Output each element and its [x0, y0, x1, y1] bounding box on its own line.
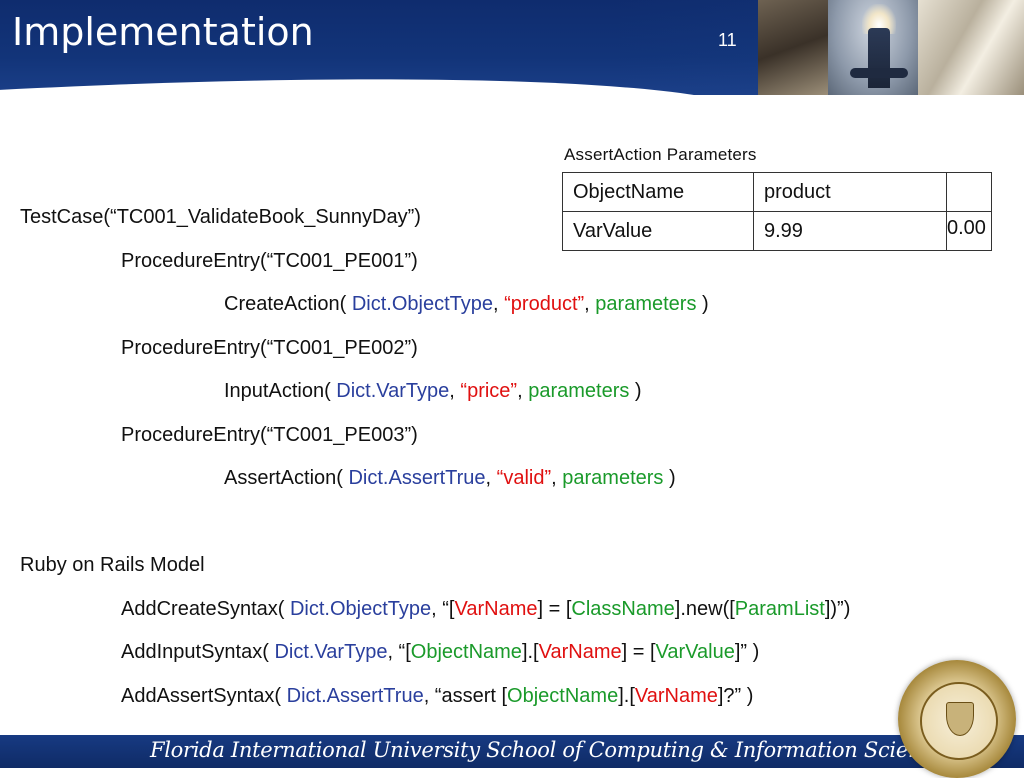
paren-close: ) [696, 293, 709, 315]
table-title: AssertAction Parameters [564, 145, 757, 164]
code-syntax-create: AddCreateSyntax( Dict.ObjectType, “[VarN… [121, 598, 850, 621]
paren-close: ) [629, 380, 642, 402]
paren-close: ) [663, 467, 676, 489]
table-cell: ObjectName [562, 172, 754, 212]
placeholder-var: VarName [634, 685, 718, 707]
code-procedure-2: ProcedureEntry(“TC001_PE002”) [121, 337, 418, 359]
syntax-text: ]” ) [734, 641, 760, 663]
placeholder-var: VarName [538, 641, 622, 663]
footer-text: Florida International University School … [150, 738, 956, 762]
separator: , [584, 293, 596, 315]
separator: , [449, 380, 461, 402]
ror-heading: Ruby on Rails Model [20, 554, 205, 576]
string-literal: “valid” [496, 467, 552, 489]
syntax-text: ])”) [824, 598, 851, 620]
parameters-table: ObjectName product VarValue 9.99 0.00 [562, 172, 992, 251]
table-row: ObjectName product [562, 172, 992, 212]
code-syntax-assert: AddAssertSyntax( Dict.AssertTrue, “asser… [121, 685, 753, 708]
seal-inner-ring [920, 682, 998, 760]
code-procedure-3: ProcedureEntry(“TC001_PE003”) [121, 424, 418, 446]
torch-base-icon [850, 68, 908, 78]
separator: , [551, 467, 563, 489]
seal-shield-icon [946, 702, 974, 736]
table-row: VarValue 9.99 0.00 [562, 211, 992, 251]
placeholder-value: VarValue [655, 641, 735, 663]
header-photo-strip [758, 0, 1024, 95]
fn-name: InputAction( [224, 380, 337, 402]
fn-name: AddCreateSyntax( [121, 598, 290, 620]
photo-book [918, 0, 1024, 95]
separator: , [493, 293, 505, 315]
syntax-text: ] = [ [537, 598, 572, 620]
code-action-input: InputAction( Dict.VarType, “price”, para… [224, 380, 642, 403]
code-action-create: CreateAction( Dict.ObjectType, “product”… [224, 293, 709, 316]
slide-number: 11 [718, 30, 737, 50]
table-cell: 0.00 [946, 211, 992, 251]
dict-ref: Dict.ObjectType [351, 293, 494, 315]
clipped-value: 0.00 [947, 216, 986, 239]
placeholder-object: ObjectName [410, 641, 522, 663]
code-procedure-1: ProcedureEntry(“TC001_PE001”) [121, 250, 418, 272]
syntax-text: ]?” ) [717, 685, 754, 707]
param-ref: parameters [595, 293, 697, 315]
footer-band: Florida International University School … [0, 735, 1024, 768]
fn-name: AddInputSyntax( [121, 641, 275, 663]
code-action-assert: AssertAction( Dict.AssertTrue, “valid”, … [224, 467, 676, 490]
separator: , [517, 380, 529, 402]
placeholder-object: ObjectName [507, 685, 619, 707]
syntax-text: ].[ [618, 685, 635, 707]
table-cell [946, 172, 992, 212]
placeholder-params: ParamList [734, 598, 825, 620]
dict-ref: Dict.VarType [336, 380, 450, 402]
code-syntax-input: AddInputSyntax( Dict.VarType, “[ObjectNa… [121, 641, 759, 664]
syntax-text: ] = [ [621, 641, 656, 663]
fn-name: AssertAction( [224, 467, 349, 489]
dict-ref: Dict.VarType [274, 641, 388, 663]
param-ref: parameters [562, 467, 664, 489]
fn-name: AddAssertSyntax( [121, 685, 287, 707]
torch-icon [868, 28, 890, 88]
string-literal: “product” [504, 293, 585, 315]
dict-ref: Dict.ObjectType [289, 598, 432, 620]
string-literal: “price” [460, 380, 518, 402]
syntax-text: ].new([ [674, 598, 735, 620]
table-cell: 9.99 [753, 211, 947, 251]
slide-title: Implementation [12, 10, 314, 54]
separator: , [485, 467, 497, 489]
table-cell: product [753, 172, 947, 212]
university-seal-icon [898, 660, 1016, 778]
dict-ref: Dict.AssertTrue [348, 467, 486, 489]
param-ref: parameters [528, 380, 630, 402]
dict-ref: Dict.AssertTrue [286, 685, 424, 707]
table-title-group: AssertAction Parameters [564, 145, 824, 167]
syntax-text: , “[ [387, 641, 411, 663]
table-cell: VarValue [562, 211, 754, 251]
placeholder-class: ClassName [571, 598, 675, 620]
fn-name: CreateAction( [224, 293, 352, 315]
placeholder-var: VarName [454, 598, 538, 620]
syntax-text: , “assert [ [423, 685, 508, 707]
photo-statue [758, 0, 828, 95]
syntax-text: ].[ [521, 641, 539, 663]
syntax-text: , “[ [431, 598, 455, 620]
code-testcase: TestCase(“TC001_ValidateBook_SunnyDay”) [20, 206, 421, 228]
